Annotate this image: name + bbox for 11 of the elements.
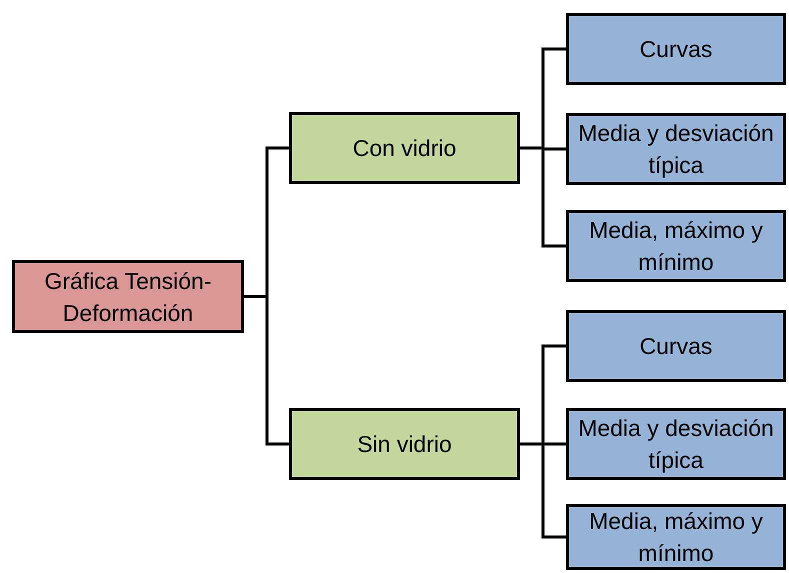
text-box: Media, máximo y mínimo [566,504,786,570]
connector-line [244,295,289,446]
text-box: Gráfica Tensión-Deformación [12,260,244,333]
connector-line [520,442,566,538]
text-box: Curvas [566,310,786,382]
text-box: Con vidrio [289,112,520,184]
text-box: Curvas [566,13,786,85]
text-box: Media, máximo y mínimo [566,210,786,282]
text-box: Sin vidrio [289,408,520,480]
text-box: Media y desviación típica [566,113,786,185]
text-box: Media y desviación típica [566,408,786,480]
